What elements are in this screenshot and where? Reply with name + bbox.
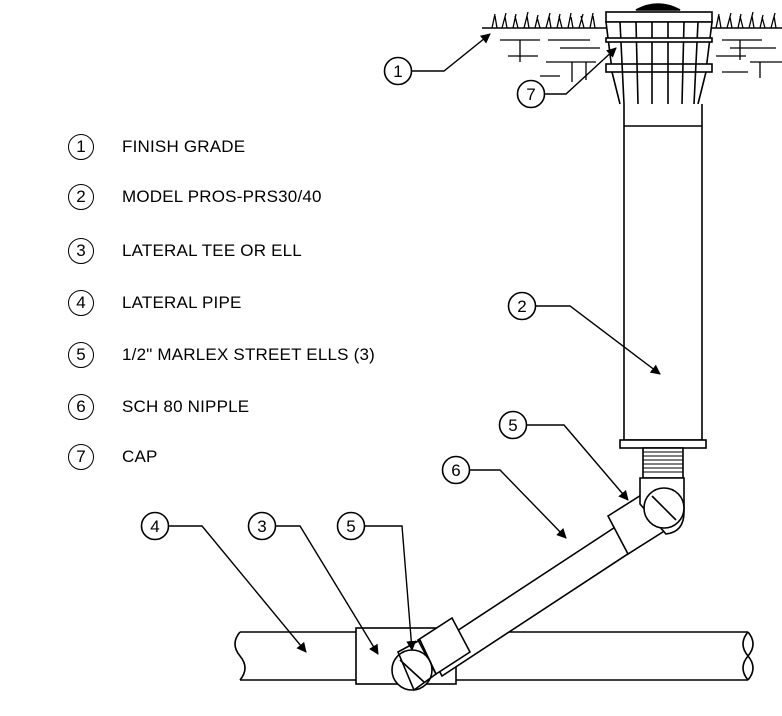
sprinkler-cap [605, 3, 713, 105]
legend-item-finish-grade: 1 FINISH GRADE [68, 134, 488, 164]
callout-number: 5 [346, 517, 355, 536]
callout-nipple: 6 [441, 455, 567, 539]
legend-label: CAP [122, 447, 158, 466]
legend-number: 5 [68, 342, 94, 368]
legend-label: MODEL PROS-PRS30/40 [122, 187, 322, 206]
legend-label: SCH 80 NIPPLE [122, 397, 250, 416]
legend-item-model: 2 MODEL PROS-PRS30/40 [68, 184, 488, 214]
callout-tee: 3 [247, 511, 379, 655]
lateral-pipe [234, 631, 754, 681]
callout-street-ell-upper: 5 [498, 410, 629, 501]
legend-number: 4 [68, 290, 94, 316]
legend-number: 1 [68, 134, 94, 160]
legend-label: LATERAL TEE OR ELL [122, 241, 302, 260]
street-ell-lower [391, 616, 472, 692]
legend-item-tee: 3 LATERAL TEE OR ELL [68, 238, 488, 268]
legend-number: 3 [68, 238, 94, 264]
callout-number: 7 [526, 85, 535, 104]
callout-lateral-pipe: 4 [140, 511, 307, 653]
callout-number: 1 [393, 62, 402, 81]
callout-number: 5 [508, 416, 517, 435]
callout-street-ell-lower: 5 [336, 511, 417, 651]
legend-number: 7 [68, 444, 94, 470]
callout-number: 2 [517, 297, 526, 316]
legend-item-nipple: 6 SCH 80 NIPPLE [68, 394, 488, 424]
callout-number: 6 [451, 461, 460, 480]
callout-number: 3 [257, 517, 266, 536]
legend-item-lateral-pipe: 4 LATERAL PIPE [68, 290, 488, 320]
legend-number: 6 [68, 394, 94, 420]
callout-number: 4 [150, 517, 159, 536]
callout-cap: 7 [516, 47, 617, 109]
legend-number: 2 [68, 184, 94, 210]
legend-item-cap: 7 CAP [68, 444, 488, 474]
legend-label: 1/2" MARLEX STREET ELLS (3) [122, 345, 375, 364]
sprinkler-body [619, 104, 707, 479]
callout-finish-grade: 1 [383, 33, 491, 86]
callout-body: 2 [507, 291, 661, 375]
legend-item-street-ells: 5 1/2" MARLEX STREET ELLS (3) [68, 342, 488, 372]
legend-label: FINISH GRADE [122, 137, 246, 156]
finish-grade [482, 11, 782, 82]
street-ell-upper [606, 477, 685, 556]
legend-label: LATERAL PIPE [122, 293, 242, 312]
